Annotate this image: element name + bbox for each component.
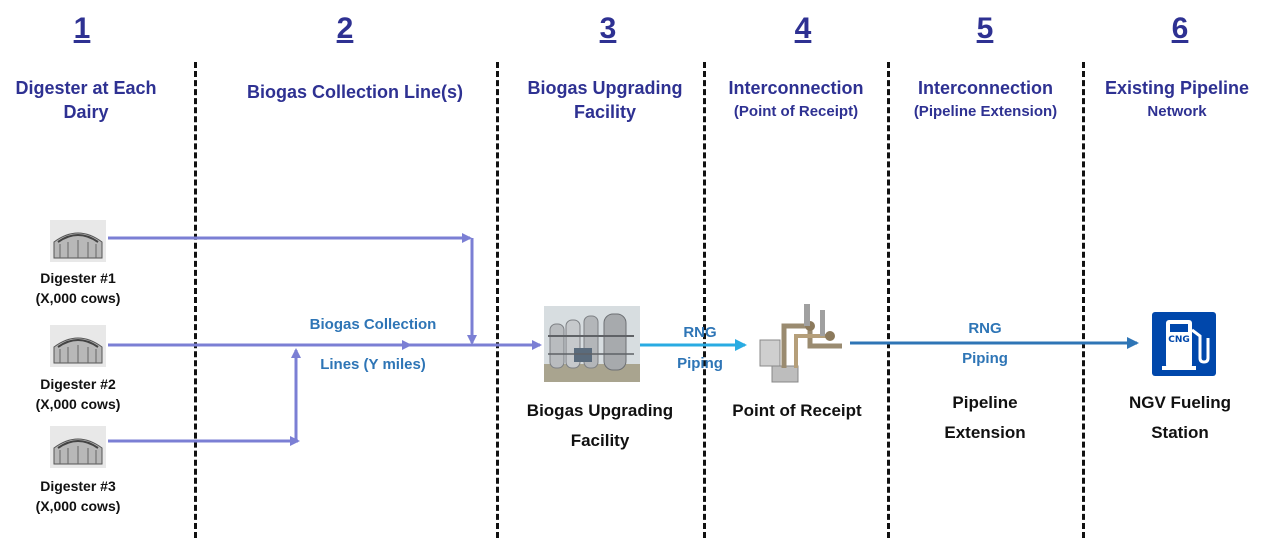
collection-label-line1: Biogas Collection: [309, 316, 437, 333]
stage-divider: [496, 62, 499, 538]
rng-piping-2-line2: Piping: [962, 350, 1008, 367]
upgrading-label-line2: Facility: [570, 431, 630, 450]
digester-1-name: Digester #1: [40, 270, 116, 286]
upgrading-label: Biogas Upgrading Facility: [505, 396, 695, 456]
digester-2-name: Digester #2: [40, 376, 116, 392]
stage-1-title-line1: Digester at Each: [15, 78, 157, 98]
digester-tank-icon: [50, 325, 106, 367]
digester-3-cows: (X,000 cows): [35, 498, 121, 514]
pipeline-extension-label: Pipeline Extension: [900, 388, 1070, 448]
upgrading-label-line1: Biogas Upgrading: [526, 401, 674, 420]
stage-3-title-line2: Facility: [573, 102, 637, 122]
upgrading-facility-icon: [544, 306, 640, 382]
cng-badge: CNG: [1168, 335, 1190, 345]
fueling-label-line2: Station: [1151, 423, 1209, 442]
stage-2-number: 2: [336, 12, 354, 45]
stage-1-number: 1: [73, 12, 91, 45]
stage-5-title-line1: Interconnection: [917, 78, 1053, 98]
digester-3-name: Digester #3: [40, 478, 116, 494]
pipeline-extension-line2: Extension: [944, 423, 1026, 442]
stage-6-number: 6: [1171, 12, 1189, 45]
stage-4-subtitle: (Point of Receipt): [733, 103, 859, 120]
cng-pump-icon: CNG: [1152, 312, 1216, 376]
stage-4-title-line1: Interconnection: [728, 78, 864, 98]
pipeline-extension-line1: Pipeline: [952, 393, 1018, 412]
stage-5-subtitle: (Pipeline Extension): [913, 103, 1058, 120]
fueling-label-line1: NGV Fueling: [1129, 393, 1231, 412]
stage-4-title: Interconnection (Point of Receipt): [710, 76, 882, 124]
stage-5-number: 5: [976, 12, 994, 45]
digester-2-cows: (X,000 cows): [35, 396, 121, 412]
stage-1-title: Digester at Each Dairy: [0, 76, 172, 124]
point-of-receipt-label: Point of Receipt: [732, 401, 862, 420]
digester-1-label: Digester #1 (X,000 cows): [10, 268, 146, 308]
digester-3-label: Digester #3 (X,000 cows): [10, 476, 146, 516]
rng-piping-2-line1: RNG: [968, 320, 1002, 337]
point-of-receipt-icon: [750, 296, 846, 386]
stage-2-title: Biogas Collection Line(s): [246, 82, 464, 102]
rng-piping-1-line2: Piping: [677, 355, 723, 372]
digester-tank-icon: [50, 426, 106, 468]
rng-piping-1-line1: RNG: [683, 324, 717, 341]
stage-6-title-line1: Existing Pipeline: [1104, 78, 1250, 98]
stage-5-title: Interconnection (Pipeline Extension): [893, 76, 1078, 124]
stage-divider: [887, 62, 890, 538]
collection-label-line2: Lines (Y miles): [320, 356, 426, 373]
stage-6-title: Existing Pipeline Network: [1088, 76, 1266, 124]
stage-3-title-line1: Biogas Upgrading: [527, 78, 683, 98]
stage-divider: [194, 62, 197, 538]
stage-6-subtitle: Network: [1147, 103, 1207, 120]
stage-3-title: Biogas Upgrading Facility: [505, 76, 705, 124]
stage-4-number: 4: [794, 12, 812, 45]
digester-1-cows: (X,000 cows): [35, 290, 121, 306]
digester-tank-icon: [50, 220, 106, 262]
digester-2-label: Digester #2 (X,000 cows): [10, 374, 146, 414]
stage-divider: [1082, 62, 1085, 538]
stage-1-title-line2: Dairy: [63, 102, 109, 122]
stage-3-number: 3: [599, 12, 617, 45]
fueling-label: NGV Fueling Station: [1100, 388, 1260, 448]
stage-divider: [703, 62, 706, 538]
